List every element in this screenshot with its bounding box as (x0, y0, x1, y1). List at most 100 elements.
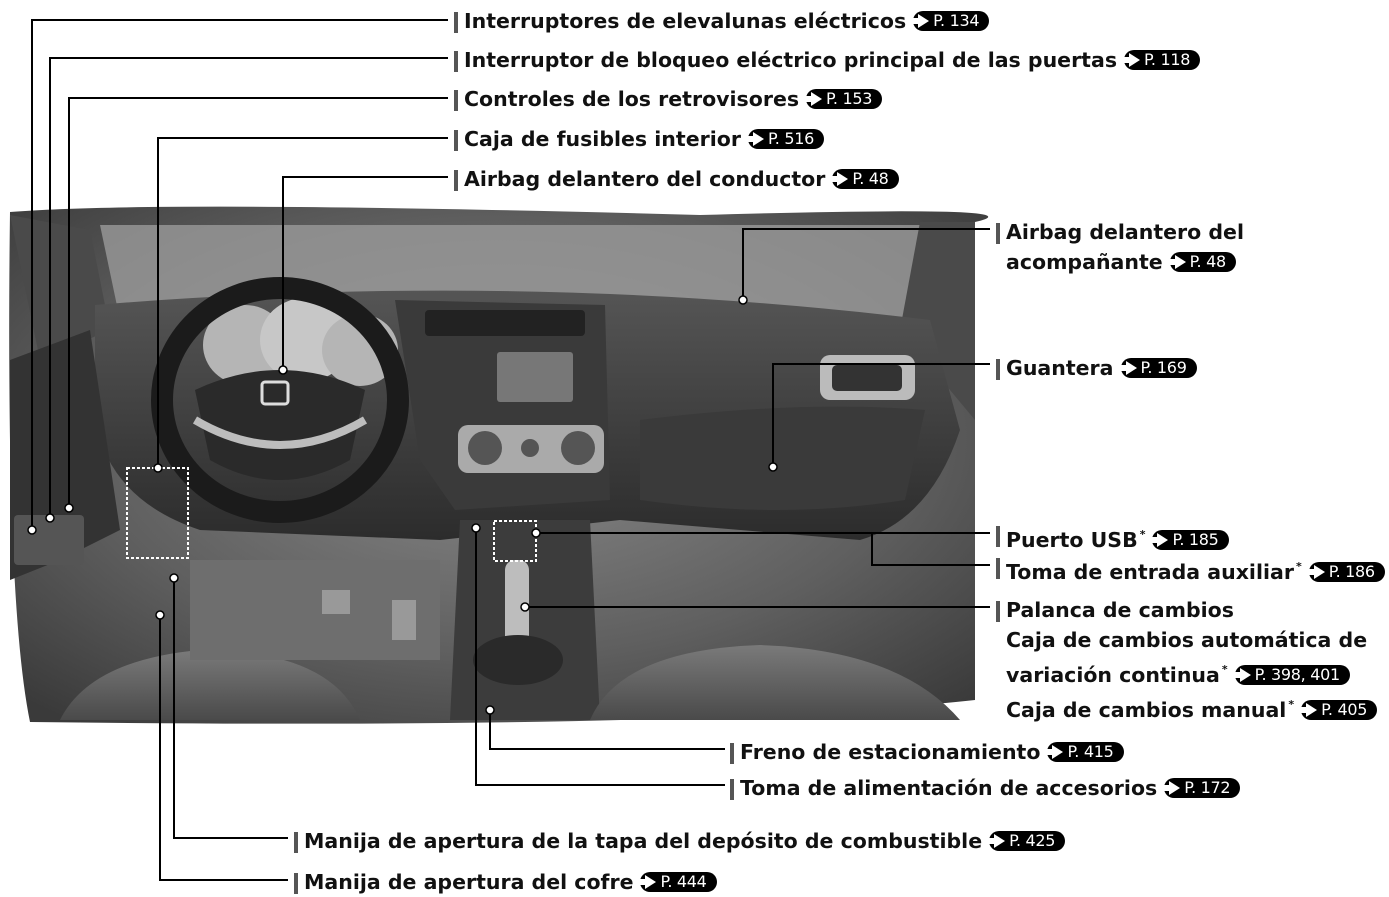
passenger-seat (590, 645, 960, 720)
leader-hood-release (159, 615, 288, 881)
dot-accessory-power (471, 523, 481, 533)
label-text: Airbag delantero del (1006, 220, 1244, 244)
arrow-right-icon (1161, 781, 1181, 795)
right-pillar (900, 222, 975, 420)
label-text: Toma de entrada auxiliar (1006, 560, 1294, 584)
label-usb-port: Puerto USB*P. 185 (996, 520, 1229, 555)
page-reference[interactable]: P. 185 (1149, 530, 1229, 550)
audio-screen (497, 352, 573, 402)
label-text: Puerto USB (1006, 528, 1138, 552)
page-reference[interactable]: P. 415 (1044, 742, 1124, 762)
pedal-left (322, 590, 350, 614)
pedal-right (392, 600, 416, 640)
steering-wheel-rim (151, 277, 409, 523)
page-reference[interactable]: P. 118 (1121, 50, 1201, 70)
glovebox-panel (640, 406, 925, 510)
leader-passenger-airbag (742, 228, 990, 300)
dot-fuel-door (169, 573, 179, 583)
arrow-right-icon (1121, 53, 1141, 67)
arrow-right-icon (1044, 745, 1064, 759)
honda-logo (260, 380, 290, 406)
footnote-mark: * (1139, 528, 1146, 541)
leader-fuel-door (173, 578, 288, 839)
page-reference[interactable]: P. 516 (744, 129, 825, 149)
dot-usb-port (531, 528, 541, 538)
climate-knob-left (468, 431, 502, 465)
label-text: Guantera (1006, 356, 1114, 380)
footnote-mark: * (1288, 698, 1295, 711)
page-reference[interactable]: P. 48 (829, 169, 899, 189)
climate-knob-center (521, 439, 539, 457)
arrow-right-icon (986, 834, 1006, 848)
label-shift-lever: Palanca de cambios Caja de cambios autom… (995, 595, 1378, 725)
shift-lever (505, 560, 529, 650)
arrow-right-icon (1231, 668, 1251, 682)
label-aux-jack: Toma de entrada auxiliar*P. 186 (996, 552, 1385, 587)
dot-passenger-airbag (738, 295, 748, 305)
leader-master-lock (49, 57, 448, 518)
page-reference[interactable]: P. 405 (1298, 700, 1378, 720)
label-manual-line: Caja de cambios manual (1006, 698, 1287, 722)
arrow-right-icon (803, 92, 823, 106)
dot-hood-release (155, 610, 165, 620)
leader-power-windows (31, 19, 448, 530)
label-text: Freno de estacionamiento (740, 740, 1041, 764)
arrow-right-icon (910, 14, 930, 28)
page-reference[interactable]: P. 186 (1305, 562, 1385, 582)
left-pillar (10, 215, 110, 360)
climate-knob-right (561, 431, 595, 465)
page-reference[interactable]: P. 169 (1117, 358, 1197, 378)
arrow-right-icon (1166, 255, 1186, 269)
dot-parking-brake (485, 705, 495, 715)
dot-fuse-box (153, 463, 163, 473)
leader-glovebox (772, 363, 990, 467)
arrow-right-icon (1117, 361, 1137, 375)
dot-glovebox (768, 462, 778, 472)
page-reference[interactable]: P. 425 (986, 831, 1066, 851)
dot-driver-airbag (278, 365, 288, 375)
arrow-right-icon (637, 875, 657, 889)
leader-mirror-controls (68, 97, 448, 508)
leader-fuse-box (157, 137, 448, 468)
photo-group (9, 206, 989, 724)
page-reference[interactable]: P. 134 (910, 11, 990, 31)
steering-wheel-hub (195, 370, 365, 480)
dot-power-windows (27, 525, 37, 535)
label-master-lock: Interruptor de bloqueo eléctrico princip… (453, 45, 1201, 75)
leader-driver-airbag (282, 176, 448, 370)
footnote-mark: * (1295, 560, 1302, 573)
label-fuel-door: Manija de apertura de la tapa del depósi… (293, 826, 1066, 856)
usb-aux-highlight (493, 520, 537, 562)
dot-mirror-controls (64, 503, 74, 513)
arrow-right-icon (1149, 533, 1169, 547)
arrow-right-icon (1298, 703, 1318, 717)
leader-accessory-power (475, 528, 725, 786)
footnote-mark: * (1221, 663, 1228, 676)
arrow-right-icon (1305, 565, 1325, 579)
steering-wheel-trim (192, 416, 368, 449)
dot-shift-lever (520, 602, 530, 612)
page-reference[interactable]: P. 444 (637, 872, 717, 892)
page-reference[interactable]: P. 398, 401 (1231, 665, 1350, 685)
label-text: Interruptor de bloqueo eléctrico princip… (464, 48, 1118, 72)
page-reference[interactable]: P. 153 (803, 89, 883, 109)
page-reference[interactable]: P. 48 (1166, 252, 1236, 272)
page-reference[interactable]: P. 172 (1161, 778, 1241, 798)
label-text: Palanca de cambios (1006, 598, 1234, 622)
shift-boot (473, 635, 563, 685)
label-text-2: acompañante (1006, 250, 1163, 274)
passenger-vent-inner (832, 365, 902, 391)
label-cvt-line-2: variación continua (1006, 663, 1220, 687)
driver-seat (60, 650, 360, 720)
leader-parking-brake (489, 710, 725, 750)
